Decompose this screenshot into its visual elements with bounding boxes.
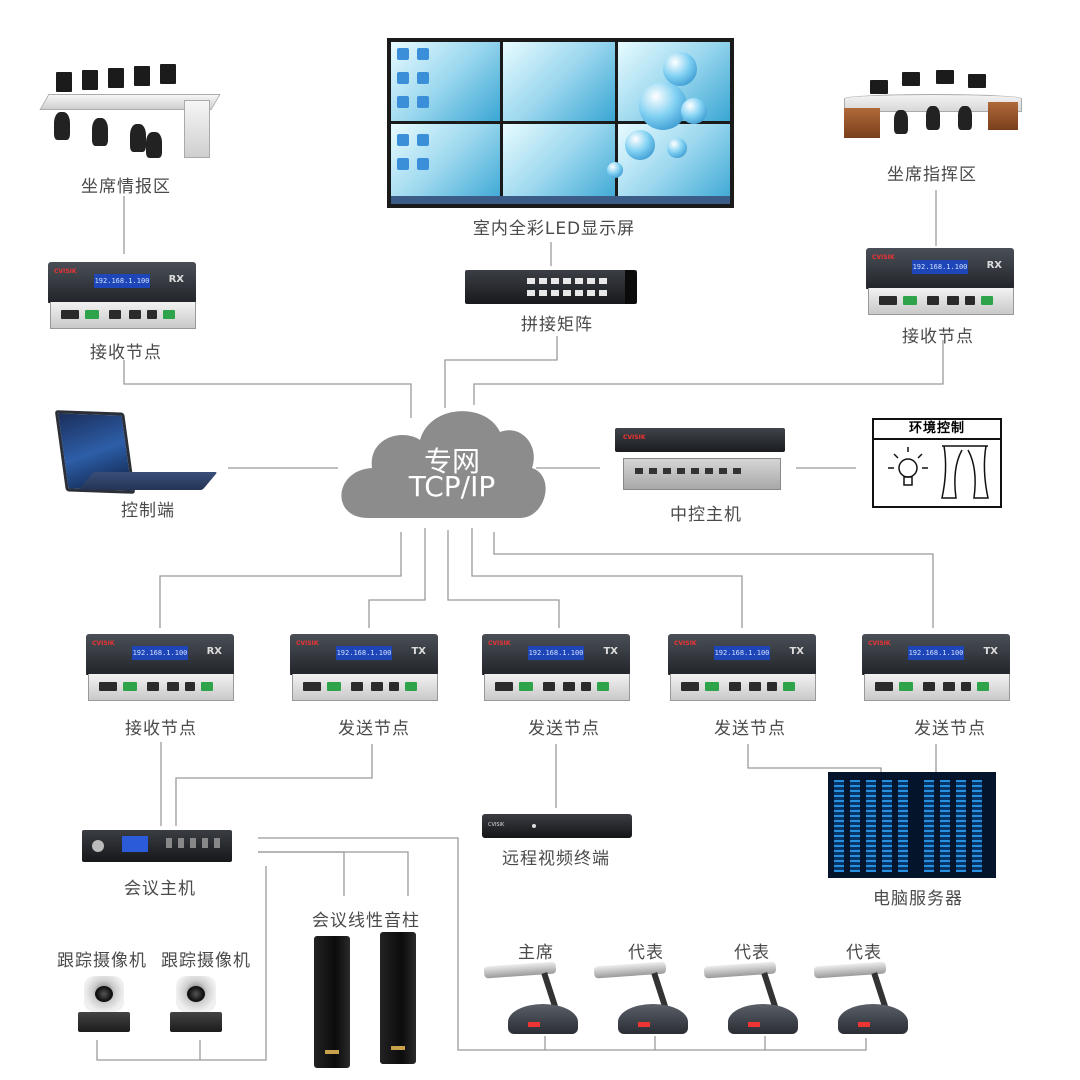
mic-rep2-label: 代表 <box>734 943 770 963</box>
seat-command-desk-image <box>840 62 1030 152</box>
remote-terminal-image: CVISIK <box>482 814 632 838</box>
central-host-label: 中控主机 <box>670 505 742 525</box>
network-cloud-icon <box>341 411 546 518</box>
network-label-line1: 专网 <box>423 445 481 478</box>
splice-matrix-image <box>465 270 637 304</box>
camera1-label: 跟踪摄像机 <box>57 951 147 971</box>
node5-label: 发送节点 <box>914 719 986 739</box>
node4-label: 发送节点 <box>714 719 786 739</box>
seat-intel-label: 坐席情报区 <box>81 177 171 197</box>
mic-rep3-label: 代表 <box>846 943 882 963</box>
control-laptop-image <box>54 408 218 496</box>
env-control-title: 环境控制 <box>874 420 1000 440</box>
server-room-image <box>828 772 996 878</box>
led-wall-label: 室内全彩LED显示屏 <box>472 219 636 239</box>
mic-rep1-label: 代表 <box>628 943 664 963</box>
conf-host-label: 会议主机 <box>124 879 196 899</box>
rx-right-label: 接收节点 <box>902 327 974 347</box>
line-speaker-left-image <box>314 936 350 1068</box>
node2-label: 发送节点 <box>338 719 410 739</box>
server-label: 电脑服务器 <box>873 889 963 909</box>
control-terminal-label: 控制端 <box>121 501 175 521</box>
led-video-wall-image <box>387 38 734 208</box>
central-host-image: CVISIK <box>615 428 785 496</box>
mic-chair-label: 主席 <box>518 943 554 963</box>
line-speaker-label: 会议线性音柱 <box>312 911 420 931</box>
remote-terminal-label: 远程视频终端 <box>502 849 610 869</box>
env-control-box: 环境控制 <box>872 418 1002 508</box>
node3-label: 发送节点 <box>528 719 600 739</box>
lightbulb-curtain-icon <box>888 445 989 499</box>
rep-mic-3-image <box>813 961 910 1044</box>
tracking-camera-2-image <box>168 976 224 1034</box>
conf-host-image <box>82 830 232 862</box>
splice-matrix-label: 拼接矩阵 <box>521 315 593 335</box>
camera2-label: 跟踪摄像机 <box>161 951 251 971</box>
chair-mic-image <box>483 961 580 1044</box>
seat-command-label: 坐席指挥区 <box>887 165 977 185</box>
network-label-line2: TCP/IP <box>408 470 496 503</box>
rep-mic-2-image <box>703 961 800 1044</box>
seat-intel-desk-image <box>34 60 224 160</box>
line-speaker-right-image <box>380 932 416 1064</box>
tracking-camera-1-image <box>76 976 132 1034</box>
node1-label: 接收节点 <box>125 719 197 739</box>
rx-left-label: 接收节点 <box>90 343 162 363</box>
rep-mic-1-image <box>593 961 690 1044</box>
